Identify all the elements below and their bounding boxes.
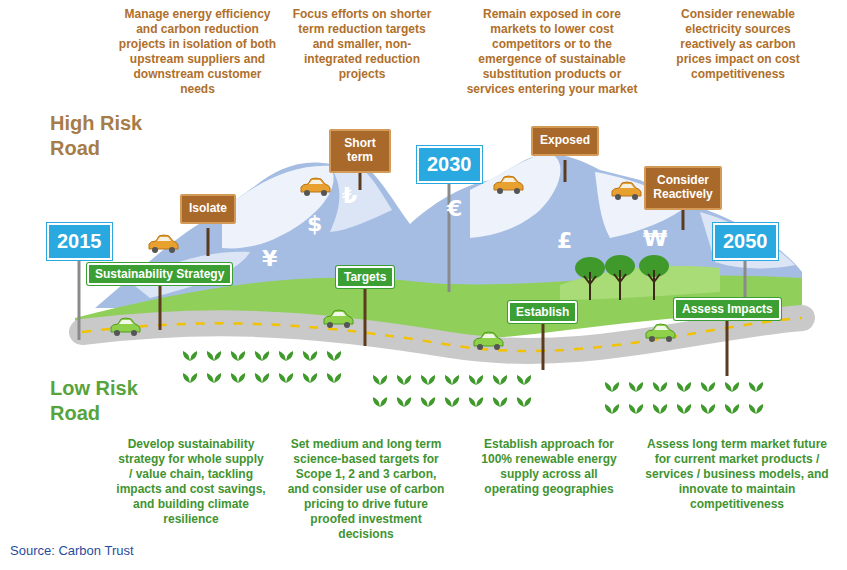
plant-icon <box>327 373 341 383</box>
road-heading: Low Risk Road <box>50 376 162 426</box>
plant-icon <box>605 404 619 414</box>
plant-icon <box>231 373 245 383</box>
road-sign: Targets <box>336 266 394 288</box>
plant-icon <box>725 404 739 414</box>
action-description: Set medium and long term science-based t… <box>285 437 447 542</box>
plant-icon <box>469 375 483 385</box>
sign-text: Exposed <box>540 134 590 148</box>
year-sign: 2015 <box>47 223 112 260</box>
source-caption: Source: Carbon Trust <box>10 543 134 558</box>
plant-icon <box>493 397 507 407</box>
plant-icon <box>725 382 739 392</box>
plant-icon <box>677 382 691 392</box>
action-description-text: Establish approach for 100% renewable en… <box>473 437 625 497</box>
plant-icon <box>183 373 197 383</box>
risk-description: Focus efforts on shorter term reduction … <box>287 7 437 82</box>
plant-icon <box>279 373 293 383</box>
action-description-text: Assess long term market future for curre… <box>643 437 831 512</box>
road-heading-text: High Risk Road <box>50 111 162 161</box>
action-description: Assess long term market future for curre… <box>643 437 831 512</box>
plant-icon <box>421 397 435 407</box>
action-description-text: Set medium and long term science-based t… <box>285 437 447 542</box>
plant-icon <box>303 373 317 383</box>
plant-icon <box>701 404 715 414</box>
plant-icon <box>653 404 667 414</box>
risk-description-text: Consider renewable electricity sources r… <box>662 7 814 82</box>
source-caption-box: Source: Carbon Trust <box>10 543 134 558</box>
currency-symbol-text: € <box>447 196 462 221</box>
risk-description-text: Remain exposed in core markets to lower … <box>462 7 642 97</box>
plant-icon <box>701 382 715 392</box>
currency-symbol: ¥ <box>262 246 277 271</box>
plant-icon <box>445 375 459 385</box>
plant-icon <box>373 375 387 385</box>
sign-text: Establish <box>516 305 569 319</box>
plant-icon <box>207 351 221 361</box>
plant-icon <box>207 373 221 383</box>
risk-description: Manage energy efficiency and carbon redu… <box>115 7 280 97</box>
plant-icon <box>445 397 459 407</box>
plant-icon <box>629 404 643 414</box>
plant-icon <box>255 351 269 361</box>
plant-icon <box>517 375 531 385</box>
currency-symbol-text: ₺ <box>342 183 357 208</box>
year-sign: 2050 <box>713 223 778 260</box>
sign-text: 2030 <box>427 153 472 176</box>
wood-sign: Consider Reactively <box>644 166 722 210</box>
plant-icon <box>653 382 667 392</box>
risk-description-text: Focus efforts on shorter term reduction … <box>287 7 437 82</box>
currency-symbol: ₺ <box>342 183 357 208</box>
road-sign: Assess Impacts <box>674 298 781 320</box>
risk-description: Consider renewable electricity sources r… <box>662 7 814 82</box>
action-description: Establish approach for 100% renewable en… <box>473 437 625 497</box>
road-sign: Establish <box>508 301 577 323</box>
plant-icon <box>517 397 531 407</box>
plant-icon <box>303 351 317 361</box>
plant-icon <box>327 351 341 361</box>
plant-icon <box>397 397 411 407</box>
currency-symbol-text: ¥ <box>262 246 277 271</box>
sign-text: Isolate <box>189 202 227 216</box>
sign-text: 2015 <box>57 230 102 253</box>
plant-icon <box>493 375 507 385</box>
plant-icon <box>183 351 197 361</box>
plant-icon <box>469 397 483 407</box>
currency-symbol: $ <box>307 211 322 236</box>
sign-text: Sustainability Strategy <box>95 267 224 281</box>
plant-icon <box>749 382 763 392</box>
plant-icon <box>629 382 643 392</box>
currency-symbol: € <box>447 196 462 221</box>
plant-icon <box>255 373 269 383</box>
risk-description: Remain exposed in core markets to lower … <box>462 7 642 97</box>
plant-icon <box>749 404 763 414</box>
currency-symbol: ₩ <box>643 226 667 251</box>
plant-icon <box>373 397 387 407</box>
year-sign: 2030 <box>417 146 482 183</box>
sign-text: Assess Impacts <box>682 302 773 316</box>
road-heading-text: Low Risk Road <box>50 376 162 426</box>
currency-symbol-text: $ <box>307 211 322 236</box>
plant-icon <box>677 404 691 414</box>
action-description-text: Develop sustainability strategy for whol… <box>115 437 267 527</box>
plant-icon <box>279 351 293 361</box>
plant-icon <box>605 382 619 392</box>
plant-icon <box>231 351 245 361</box>
sign-text: Short term <box>338 137 382 165</box>
wood-sign: Exposed <box>531 126 599 156</box>
currency-symbol-text: ₩ <box>643 226 667 251</box>
plant-icon <box>421 375 435 385</box>
road-heading: High Risk Road <box>50 111 162 161</box>
road-sign: Sustainability Strategy <box>87 263 232 285</box>
risk-description-text: Manage energy efficiency and carbon redu… <box>115 7 280 97</box>
wood-sign: Isolate <box>180 194 236 224</box>
sign-text: Consider Reactively <box>653 174 713 202</box>
sign-text: Targets <box>344 270 386 284</box>
wood-sign: Short term <box>329 129 391 173</box>
plant-icon <box>397 375 411 385</box>
currency-symbol: £ <box>557 228 572 253</box>
action-description: Develop sustainability strategy for whol… <box>115 437 267 527</box>
currency-symbol-text: £ <box>557 228 572 253</box>
sign-text: 2050 <box>723 230 768 253</box>
